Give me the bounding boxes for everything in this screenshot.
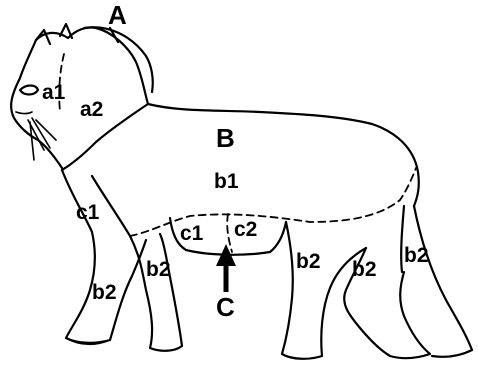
cat-back-outline xyxy=(148,104,419,206)
label-b2-hind-1: b2 xyxy=(296,250,321,273)
cat-eye xyxy=(20,86,38,95)
belly-boundary xyxy=(130,168,416,236)
label-a1: a1 xyxy=(42,81,66,104)
label-c2: c2 xyxy=(234,218,257,241)
label-b2-hind-2: b2 xyxy=(352,258,377,281)
label-b2-hind-3: b2 xyxy=(404,244,429,267)
label-b2-front-upper: b2 xyxy=(146,258,171,281)
label-c1-chest: c1 xyxy=(76,201,100,224)
cat-hind-leg-far xyxy=(401,206,472,357)
c1-c2-boundary xyxy=(227,214,232,252)
label-c1-belly: c1 xyxy=(180,222,204,245)
label-a2: a2 xyxy=(80,98,103,121)
cat-mouth xyxy=(16,112,32,114)
label-c: C xyxy=(216,292,235,322)
label-b1: b1 xyxy=(214,170,239,193)
label-b2-front-lower: b2 xyxy=(92,281,117,304)
region-b-neck-boundary xyxy=(62,104,148,170)
label-a: A xyxy=(108,0,127,30)
cat-hind-leg-near xyxy=(282,222,366,359)
label-b: B xyxy=(216,123,235,153)
